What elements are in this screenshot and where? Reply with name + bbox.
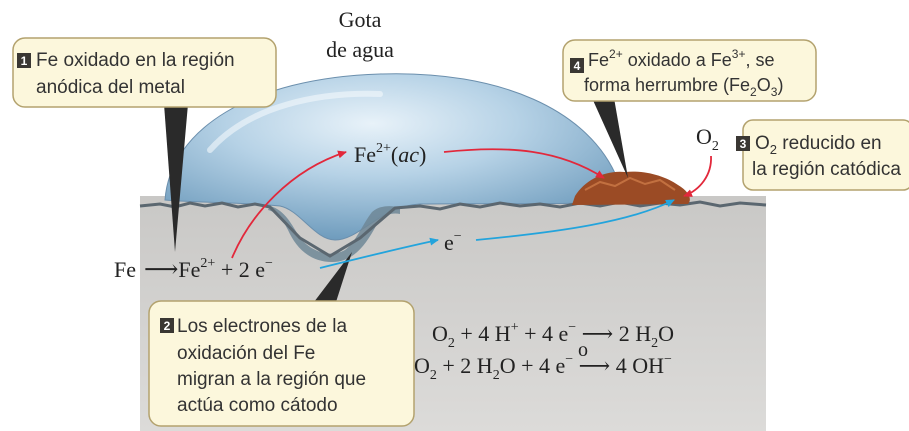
callout-4-line1: Fe2+ oxidado a Fe3+, se <box>588 47 774 70</box>
drop-highlight <box>207 90 383 153</box>
callout-4-line2c: ) <box>777 75 783 95</box>
fe-aq-ac: ac <box>398 142 419 167</box>
eq2-d: 4 OH <box>616 353 664 378</box>
eq1-arrow: ⟶ <box>576 321 619 346</box>
callout-3-rest: reducido en <box>777 133 882 154</box>
eq1-a-sub: 2 <box>448 336 455 351</box>
callout-4-sup1: 2+ <box>609 47 623 61</box>
electron-arrow-2 <box>475 199 675 241</box>
fe-ion-arrow <box>231 150 347 259</box>
electron-arrow-1 <box>319 237 439 269</box>
callout-2-line4: actúa como cátodo <box>177 395 338 416</box>
electron-symbol: e <box>444 230 454 255</box>
eq2-arrow: ⟶ <box>573 353 616 378</box>
eq2-c: O + 4 e <box>500 353 566 378</box>
callout-2-number: 2 <box>164 319 171 333</box>
callout-3-line1: O2 reducido en <box>755 133 882 157</box>
electron-charge: − <box>454 229 462 244</box>
anode-equation: Fe⟶Fe2+ + 2 e− <box>114 256 273 283</box>
o2-symbol: O <box>696 124 712 149</box>
callout-4-line2a: forma herrumbre (Fe <box>584 75 750 95</box>
eq2-d-sup: − <box>664 352 672 367</box>
equation-or: o <box>578 339 588 361</box>
callout-4-sub1: 2 <box>750 85 757 99</box>
fe-aq-close: ) <box>419 142 426 167</box>
callout-4: 4 Fe2+ oxidado a Fe3+, se forma herrumbr… <box>562 39 817 178</box>
callout-2: 2 Los electrones de la oxidación del Fe … <box>148 252 415 427</box>
water-drop <box>164 73 626 241</box>
callout-4-line2: forma herrumbre (Fe2O3) <box>584 75 783 99</box>
eq2-a: O <box>414 353 430 378</box>
eq1-d: 2 H <box>619 321 652 346</box>
eq1-c-sup: − <box>568 320 576 335</box>
callout-1: 1 Fe oxidado en la región anódica del me… <box>12 37 277 252</box>
anode-charge: 2+ <box>200 256 215 271</box>
fe-aq-label: Fe2+(ac) <box>354 141 426 167</box>
eq1-b: + 4 H <box>455 321 511 346</box>
anode-echarge: − <box>265 256 273 271</box>
fe-aq-open: ( <box>391 142 398 167</box>
callout-4-fe: Fe <box>588 50 609 70</box>
rust-texture <box>584 176 676 191</box>
eq1-a: O <box>432 321 448 346</box>
fe-aq-charge: 2+ <box>376 141 391 156</box>
fe-aq-symbol: Fe <box>354 142 376 167</box>
o2-label: O2 <box>696 124 719 154</box>
callout-4-mid: oxidado a Fe <box>623 50 732 70</box>
callout-3-line2: la región catódica <box>752 159 901 180</box>
eq2-a-sub: 2 <box>430 368 437 383</box>
eq2-c-sup: − <box>565 352 573 367</box>
eq1-b-sup: + <box>511 320 519 335</box>
fe-ion-to-rust-arrow <box>443 148 605 179</box>
callout-4-sub2: 3 <box>771 85 778 99</box>
o2-sub: 2 <box>712 139 719 154</box>
electron-label: e− <box>444 229 462 255</box>
anode-arrow: ⟶ <box>144 257 178 283</box>
eq1-e: O <box>658 321 674 346</box>
callout-3-sub: 2 <box>770 142 777 157</box>
callout-1-line1: Fe oxidado en la región <box>36 50 235 71</box>
callout-3-number: 3 <box>740 137 747 151</box>
anode-plus: + 2 e <box>215 257 265 282</box>
equation-2: O2 + 2 H2O + 4 e− ⟶ 4 OH− <box>414 352 672 383</box>
equation-1: O2 + 4 H+ + 4 e− ⟶ 2 H2O <box>432 320 674 351</box>
drop-label-line1: Gota <box>339 7 382 32</box>
callout-2-line3: migran a la región que <box>177 369 366 390</box>
eq1-d-sub: 2 <box>651 336 658 351</box>
callout-1-line2: anódica del metal <box>36 77 185 98</box>
callout-1-number: 1 <box>21 54 28 68</box>
corrosion-pit <box>268 206 400 262</box>
callout-4-end: , se <box>745 50 774 70</box>
callout-2-line2: oxidación del Fe <box>177 343 315 364</box>
callout-4-number: 4 <box>574 59 581 73</box>
drop-label-line2: de agua <box>326 37 394 62</box>
eq1-c: + 4 e <box>519 321 569 346</box>
eq2-b: + 2 H <box>437 353 493 378</box>
callout-2-line1: Los electrones de la <box>177 316 347 337</box>
callout-3-o: O <box>755 133 770 154</box>
callout-4-line2b: O <box>757 75 771 95</box>
anode-fe2: Fe <box>178 257 200 282</box>
anode-fe: Fe <box>114 257 136 282</box>
callout-3: 3 O2 reducido en la región catódica <box>736 119 909 191</box>
callout-4-sup2: 3+ <box>732 47 746 61</box>
eq2-b-sub: 2 <box>493 368 500 383</box>
o2-reduction-arrow <box>683 155 712 197</box>
